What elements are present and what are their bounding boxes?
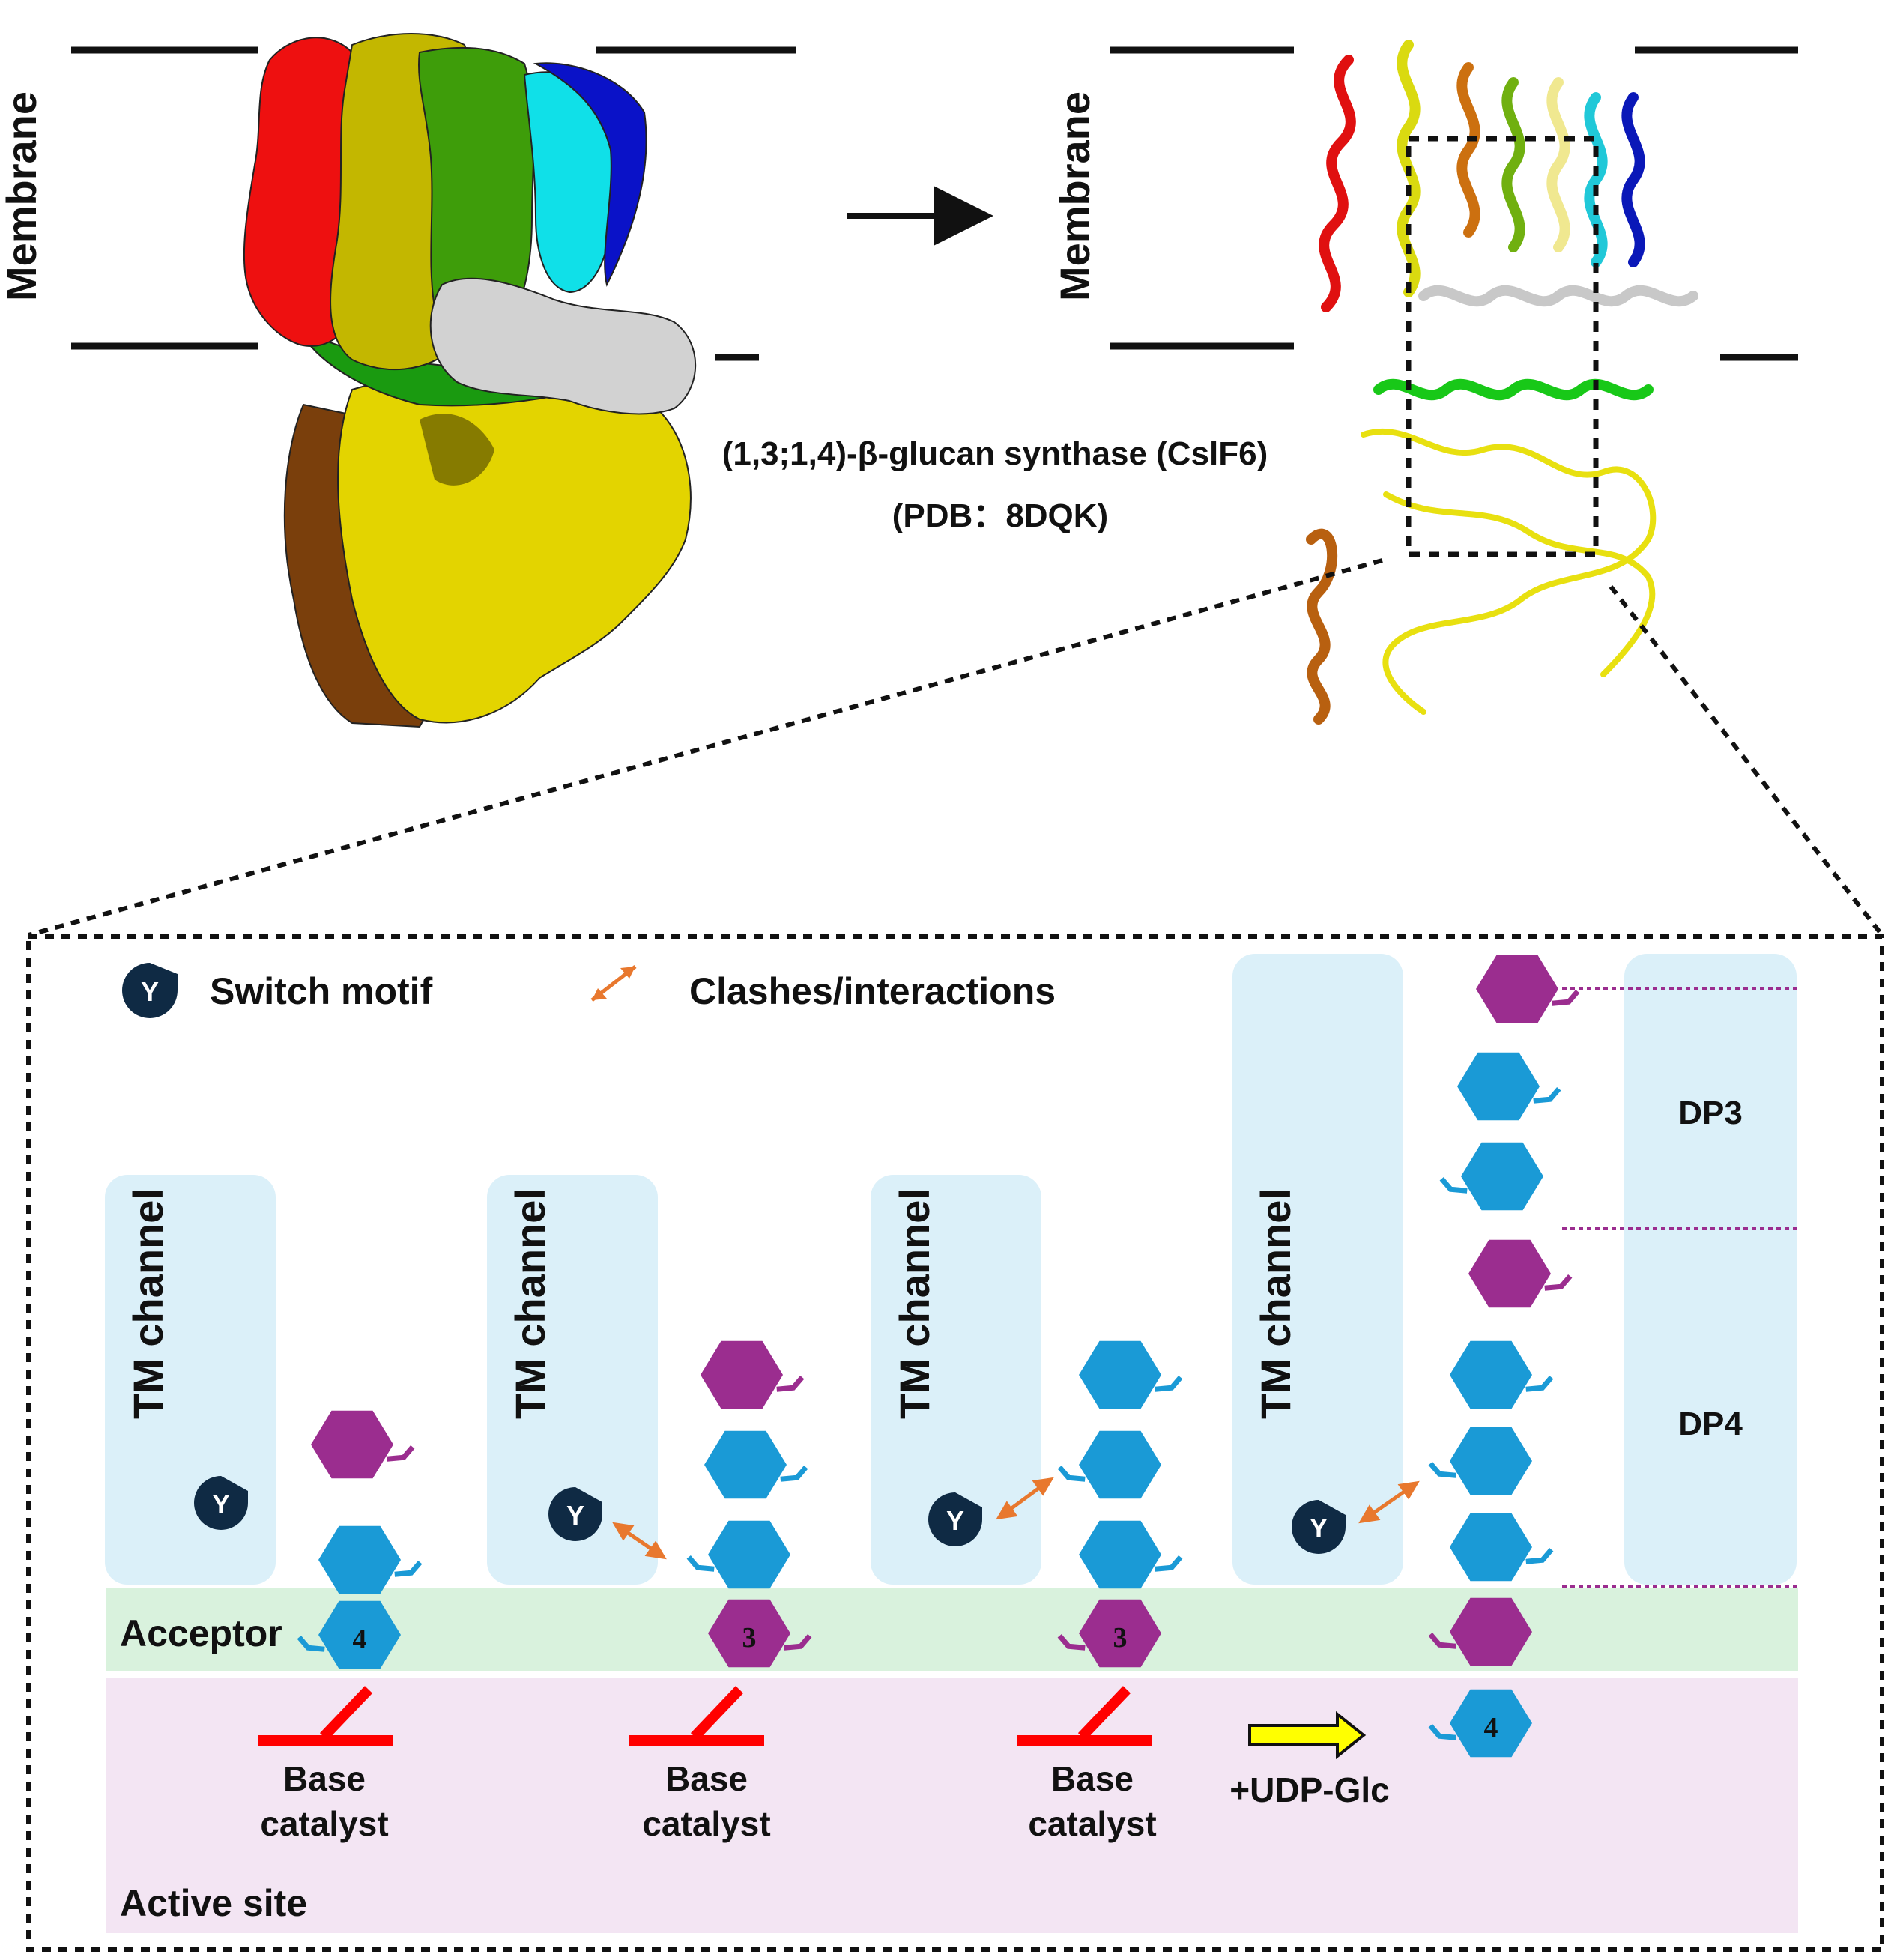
base-catalyst: Base catalyst [1017,1686,1157,1843]
base-catalyst-label: Base [283,1759,366,1798]
clash-arrow [996,1477,1054,1520]
arrowhead-icon [592,988,607,1000]
linkage-label: 3 [742,1622,757,1654]
glucose-unit-13 [1476,955,1580,1023]
glucose-unit [1428,1427,1532,1495]
glucose-unit [1079,1520,1183,1589]
switch-motif-label: Switch motif [210,970,433,1012]
linkage-label: 3 [1113,1622,1128,1654]
udp-glc-label: +UDP-Glc [1229,1770,1389,1809]
glucose-unit: 4 [1428,1689,1532,1758]
glucose-unit [318,1525,423,1594]
base-catalyst-label: Base [665,1759,748,1798]
glucose-unit [686,1520,790,1589]
glucose-unit [1079,1340,1183,1409]
switch-motif-marker: Y [548,1487,602,1541]
clash-arrow [1358,1480,1420,1524]
clash-legend: Clashes/interactions [590,965,1056,1012]
membrane-label-right: Membrane [1051,91,1098,301]
glucose-unit-13: 3 [1057,1599,1161,1668]
tm-channel: TM channel [487,1175,658,1585]
cryo-em-density-map [243,33,697,728]
switch-motif-marker: Y [1292,1500,1346,1554]
zoom-region-box [1406,136,1599,557]
glucose-unit-13 [311,1410,415,1479]
switch-motif-marker: Y [194,1476,248,1530]
zoom-connector-right [1609,585,1884,937]
switch-motif-letter: Y [1310,1513,1328,1543]
ribbon-structure [1306,40,1698,725]
glucose-unit-13 [1428,1597,1532,1666]
switch-motif-marker: Y [928,1492,982,1546]
clash-label: Clashes/interactions [689,970,1056,1012]
tm-channel: TM channel [1232,954,1403,1585]
glucose-unit [1450,1340,1554,1409]
tm-channel-label: TM channel [506,1188,554,1419]
tm-channel-label: TM channel [1252,1188,1299,1419]
mechanism-frame [26,934,1884,1952]
glucose-unit [1450,1513,1554,1582]
pdb-code: (PDB：8DQK) [892,497,1108,534]
switch-motif-legend: Y Switch motif [122,963,433,1018]
base-catalyst: Base catalyst [258,1686,393,1843]
zoom-connector-left [28,558,1383,937]
switch-motif-letter: Y [212,1489,230,1519]
arrowhead-icon [620,967,635,979]
glucose-unit [704,1430,808,1499]
glucose-unit-13: 3 [708,1599,812,1668]
mechanism-panel: Acceptor Active site TM channel TM chann… [26,934,1884,1952]
acceptor-label: Acceptor [120,1612,282,1654]
glucan-chains: 4 3 3 4 [297,955,1580,1758]
base-catalyst: Base catalyst [629,1686,771,1843]
linkage-label: 4 [353,1624,367,1655]
udp-glc-arrow: +UDP-Glc [1229,1711,1390,1809]
top-panel: Membrane Membrane (1,3;1,4)-β-glucan syn… [0,33,1884,937]
active-site-label: Active site [120,1882,307,1924]
linkage-label: 4 [1484,1712,1498,1743]
glucose-unit-13 [1468,1239,1573,1308]
tm-channel: TM channel [871,1175,1041,1585]
tm-channel-label: TM channel [891,1188,938,1419]
glucose-unit [1439,1142,1543,1211]
glucose-unit: 4 [297,1600,401,1669]
glucose-unit [1057,1430,1161,1499]
switch-motif-icon [122,963,178,1018]
switch-motif-letter: Y [946,1505,964,1536]
base-catalyst-label: catalyst [642,1804,770,1843]
dp3-label: DP3 [1678,1095,1743,1131]
membrane-label-left: Membrane [0,91,45,301]
dp4-label: DP4 [1678,1406,1743,1442]
glucose-unit [1457,1052,1561,1121]
switch-motif-icon-letter: Y [141,976,159,1007]
enzyme-name: (1,3;1,4)-β-glucan synthase (CslF6) [722,435,1268,472]
base-catalyst-label: Base [1051,1759,1134,1798]
base-catalyst-label: catalyst [260,1804,388,1843]
dp-box [1624,954,1797,1585]
tm-channel: TM channel [105,1175,276,1585]
clash-arrow [612,1522,667,1560]
base-catalyst-label: catalyst [1028,1804,1156,1843]
glucose-unit-13 [701,1340,805,1409]
tm-channel-label: TM channel [124,1188,172,1419]
switch-motif-letter: Y [566,1500,584,1531]
